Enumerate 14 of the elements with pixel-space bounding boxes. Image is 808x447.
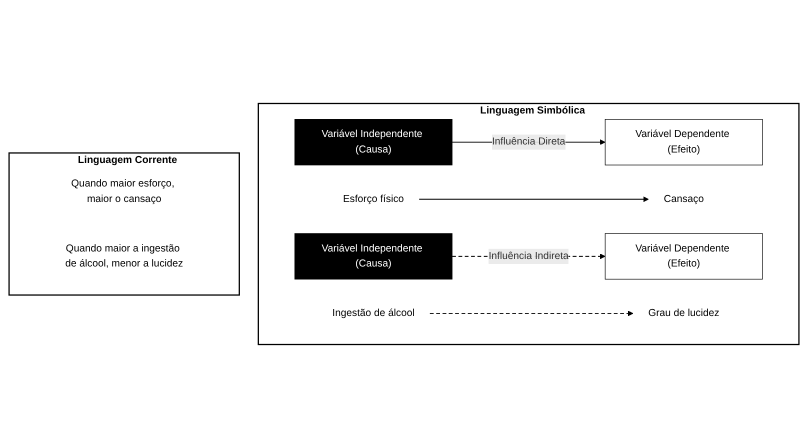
node-text: Grau de lucidez (648, 307, 720, 318)
arrow (429, 310, 634, 316)
node-box: Variável Independente (Causa) (294, 118, 452, 165)
node-text: Quando maior a ingestão de álcool, menor a lucidez (65, 242, 184, 269)
edge-label: Influência Direta (492, 136, 566, 147)
node-text: Quando maior esforço, maior o cansaço (71, 178, 174, 204)
node-text: Ingestão de álcool (332, 307, 415, 318)
edge-label: Influência Indireta (488, 250, 569, 261)
arrow (418, 196, 649, 202)
node-box: Variável Independente (Causa) (294, 232, 452, 279)
node-box: Variável Dependente (Efeito) (604, 118, 763, 165)
node-text: Esforço físico (343, 193, 404, 204)
node-box: Variável Dependente (Efeito) (604, 232, 763, 279)
node-text: Cansaço (664, 193, 704, 204)
